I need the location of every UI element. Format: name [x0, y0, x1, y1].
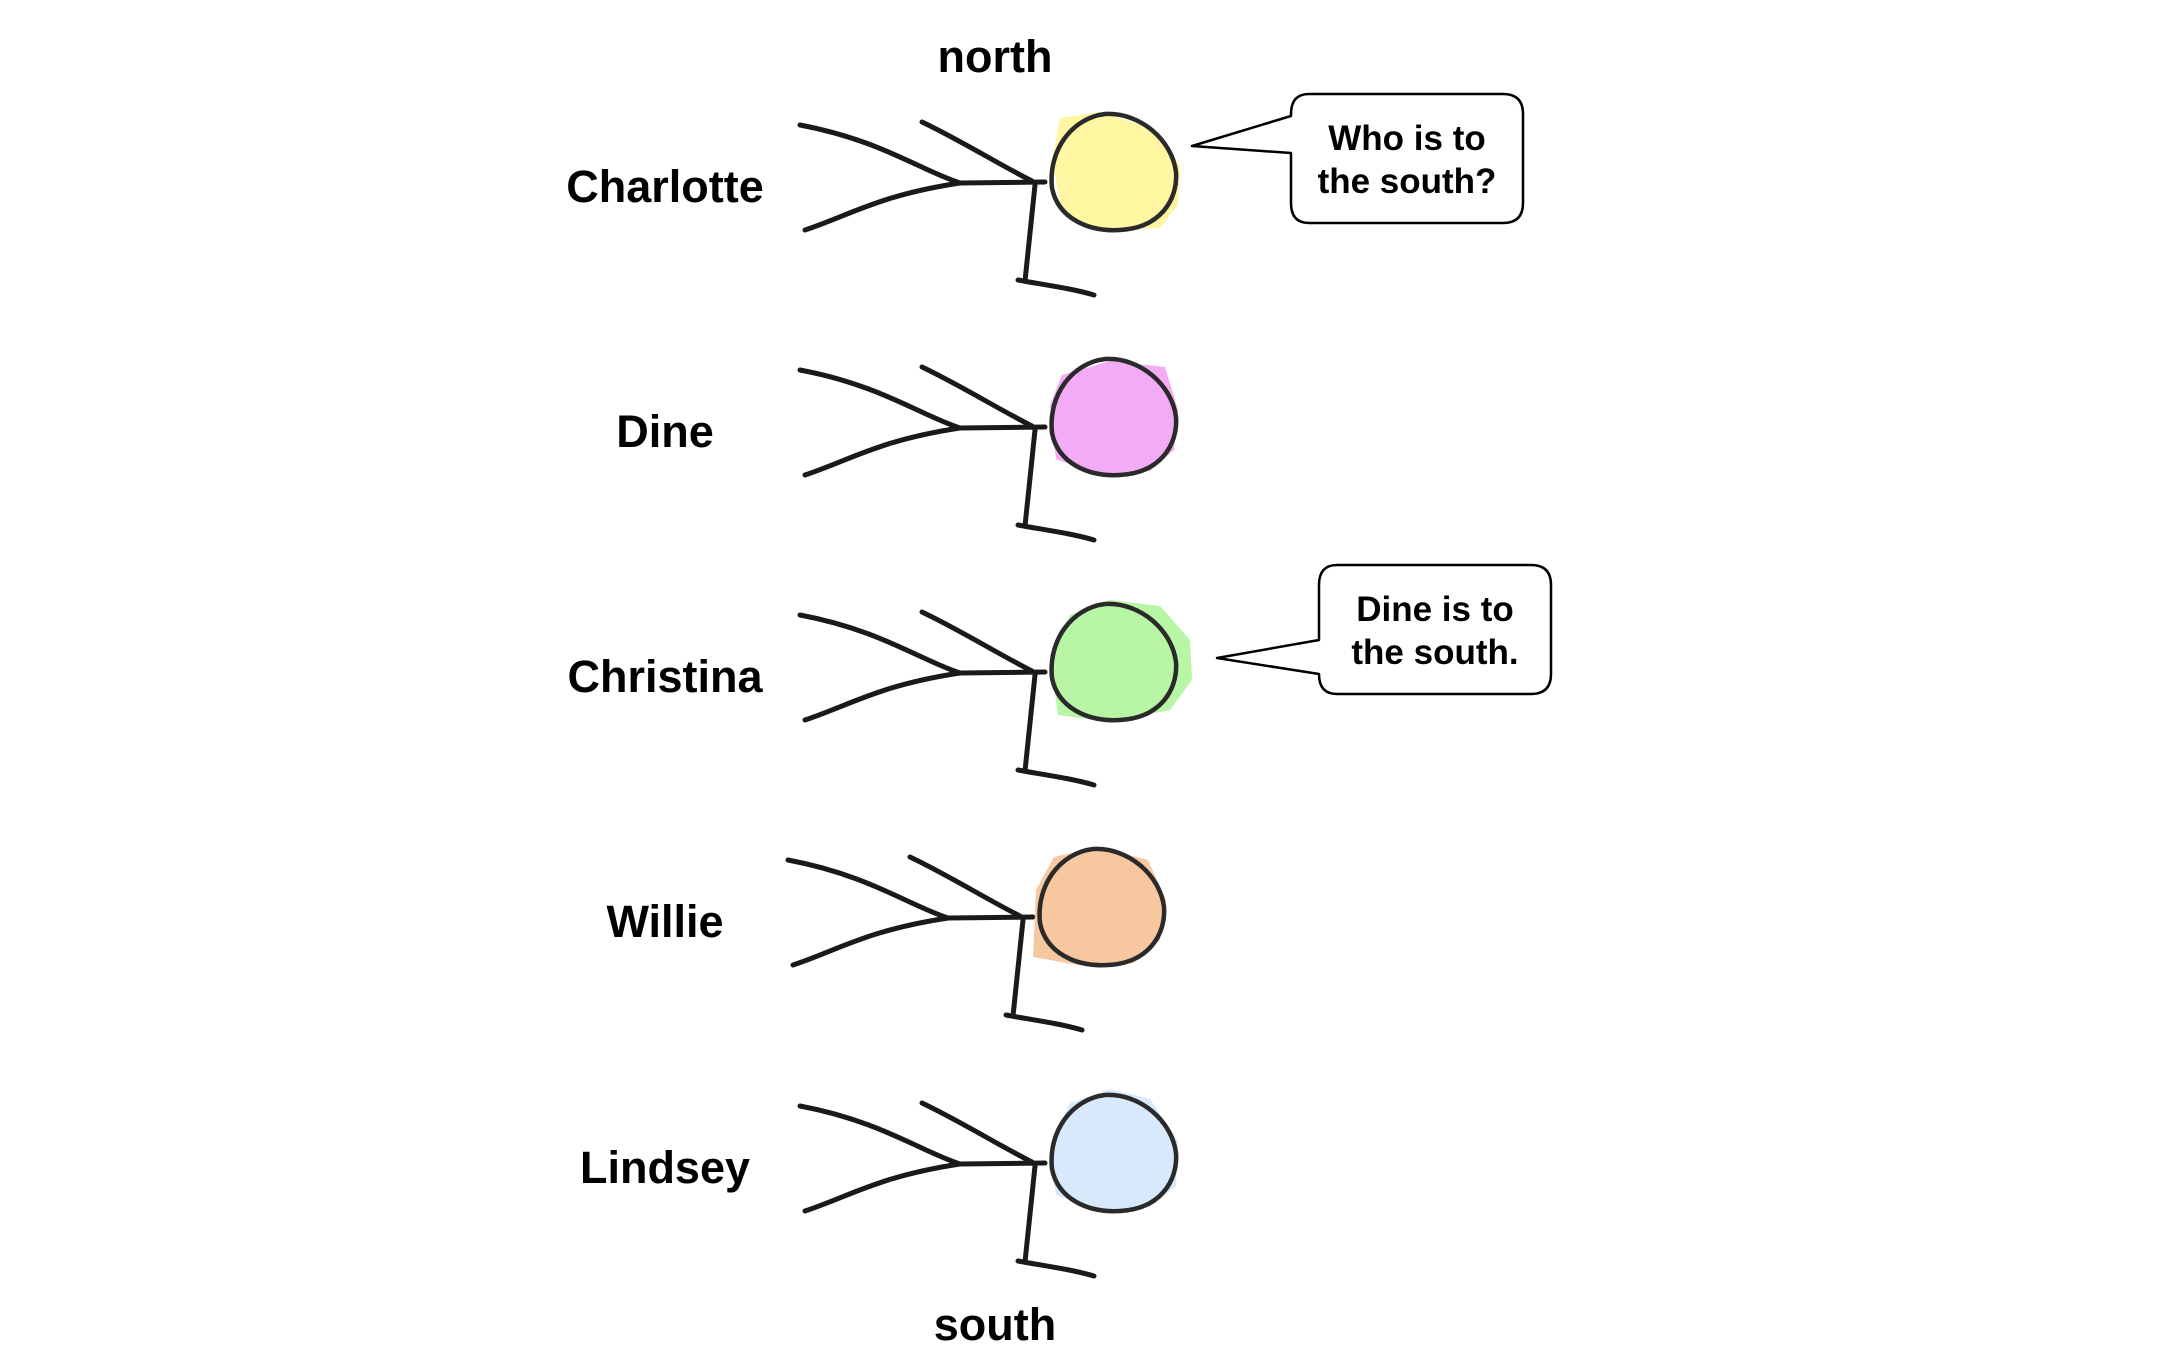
figure-body: [957, 179, 1048, 186]
person-charlotte: Charlotte Who is to the south?: [566, 92, 1525, 298]
figure-arm-lower: [802, 1161, 963, 1214]
figure-head-fill: [1050, 1089, 1178, 1211]
figure-neck: [1022, 672, 1038, 774]
stick-figure: [797, 111, 1180, 298]
figure-body: [957, 1160, 1048, 1167]
figure-arm-upper: [797, 122, 963, 186]
person-name-label: Dine: [616, 406, 714, 457]
stick-figure: [785, 846, 1167, 1033]
speech-bubble-line-2: the south.: [1351, 633, 1518, 672]
stick-figure: [797, 600, 1192, 788]
figure-foot: [1003, 1012, 1085, 1033]
figure-foot: [1015, 1258, 1097, 1279]
figure-leg-upper: [919, 1100, 1035, 1165]
figure-arm-lower: [802, 425, 963, 478]
figure-head-outline: [1049, 356, 1179, 478]
figure-neck: [1022, 182, 1038, 284]
stick-figure: [797, 1089, 1179, 1279]
figure-arm-upper: [797, 1103, 963, 1167]
figure-leg-upper: [919, 609, 1035, 674]
north-label: north: [938, 31, 1053, 82]
figure-neck: [1022, 427, 1038, 529]
figure-arm-lower: [802, 180, 963, 233]
figure-foot: [1015, 522, 1097, 543]
speech-bubble-shape: [1215, 563, 1553, 696]
south-label: south: [934, 1299, 1056, 1350]
figure-body: [957, 424, 1048, 431]
figure-head-fill: [1052, 112, 1180, 230]
figure-body: [957, 669, 1048, 676]
person-name-label: Charlotte: [566, 161, 764, 212]
figure-arm-upper: [797, 367, 963, 431]
figure-neck: [1022, 1163, 1038, 1265]
figure-leg-upper: [907, 854, 1023, 919]
figure-foot: [1015, 277, 1097, 298]
person-lindsey: Lindsey: [580, 1089, 1179, 1279]
speech-bubble-line-1: Who is to: [1328, 119, 1485, 158]
figure-head-outline: [1049, 1092, 1179, 1214]
figure-head-outline: [1049, 111, 1179, 233]
person-name-label: Christina: [567, 651, 763, 702]
speech-bubble: Who is to the south?: [1190, 92, 1525, 225]
figure-arm-upper: [797, 612, 963, 676]
figure-head-fill: [1050, 361, 1178, 475]
figure-foot: [1015, 767, 1097, 788]
figure-arm-upper: [785, 857, 951, 921]
figure-arm-lower: [790, 915, 951, 968]
person-name-label: Willie: [606, 896, 723, 947]
figure-head-outline: [1049, 601, 1179, 723]
figure-head-fill: [1050, 600, 1192, 722]
figure-head-outline: [1037, 846, 1167, 968]
figure-leg-upper: [919, 119, 1035, 184]
person-dine: Dine: [616, 356, 1179, 543]
figure-body: [945, 914, 1036, 921]
figure-leg-upper: [919, 364, 1035, 429]
speech-bubble-shape: [1190, 92, 1525, 225]
speech-bubble: Dine is to the south.: [1215, 563, 1553, 696]
person-christina: Christina Dine is to the south.: [567, 563, 1553, 788]
figure-head-fill: [1033, 847, 1166, 965]
person-willie: Willie: [606, 846, 1167, 1033]
figure-arm-lower: [802, 670, 963, 723]
stick-figure: [797, 356, 1179, 543]
speech-bubble-line-1: Dine is to: [1356, 590, 1514, 629]
figure-neck: [1010, 917, 1026, 1019]
person-name-label: Lindsey: [580, 1142, 750, 1193]
speech-bubble-line-2: the south?: [1318, 162, 1497, 201]
